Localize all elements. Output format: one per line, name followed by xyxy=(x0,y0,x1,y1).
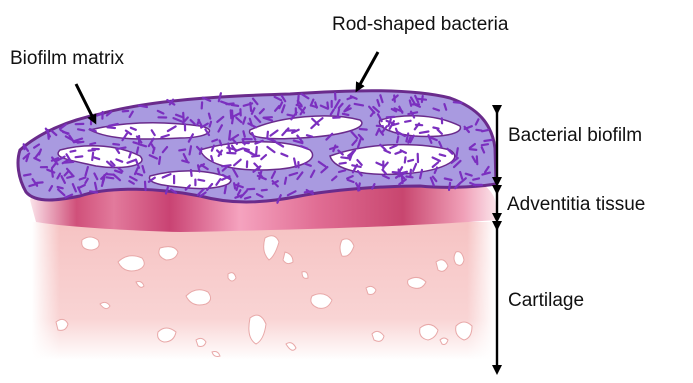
rod-shaped-bacterium xyxy=(256,147,257,156)
rod-shaped-bacterium xyxy=(264,117,272,118)
rod-shaped-bacterium xyxy=(232,105,239,106)
rod-shaped-bacterium xyxy=(307,135,312,137)
rod-shaped-bacterium xyxy=(473,178,479,179)
biofilm-matrix-label: Biofilm matrix xyxy=(10,48,125,69)
rod-shaped-bacterium xyxy=(229,131,230,140)
rod-shaped-bacterium xyxy=(252,156,259,157)
rod-shaped-bacterium xyxy=(406,177,412,178)
adventitia-tissue-label: Adventitia tissue xyxy=(507,194,645,215)
rod-shaped-bacterium xyxy=(297,105,302,107)
rod-shaped-bacterium xyxy=(417,99,426,100)
rod-shaped-bacterium xyxy=(399,170,400,177)
rod-shaped-bacterium xyxy=(405,157,406,162)
rod-shaped-bacteria-pointer xyxy=(358,52,378,88)
rod-shaped-bacterium xyxy=(227,153,235,154)
rod-shaped-bacterium xyxy=(410,170,411,177)
rod-shaped-bacterium xyxy=(153,148,154,153)
rod-shaped-bacterium xyxy=(159,157,160,164)
rod-shaped-bacterium xyxy=(58,187,63,188)
rod-shaped-bacterium xyxy=(456,148,457,157)
rod-shaped-bacterium xyxy=(108,127,115,128)
rod-shaped-bacterium xyxy=(183,113,184,121)
rod-shaped-bacterium xyxy=(231,110,232,118)
rod-shaped-bacterium xyxy=(343,114,349,115)
rod-shaped-bacterium xyxy=(484,140,491,141)
rod-shaped-bacterium xyxy=(67,176,73,178)
rod-shaped-bacterium xyxy=(405,121,411,122)
rod-shaped-bacterium xyxy=(139,106,147,107)
rod-shaped-bacterium xyxy=(179,150,185,151)
rod-shaped-bacterium xyxy=(234,183,235,188)
rod-shaped-bacterium xyxy=(410,101,411,106)
rod-shaped-bacterium xyxy=(482,130,488,131)
rod-shaped-bacterium xyxy=(360,129,367,130)
rod-shaped-bacterium xyxy=(90,191,97,192)
rod-shaped-bacterium xyxy=(134,142,139,144)
rod-shaped-bacterium xyxy=(90,143,95,144)
rod-shaped-bacterium xyxy=(305,191,313,192)
rod-shaped-bacteria-label: Rod-shaped bacteria xyxy=(332,14,509,35)
rod-shaped-bacterium xyxy=(211,156,213,161)
rod-shaped-bacterium xyxy=(228,144,230,152)
rod-shaped-bacterium xyxy=(440,154,446,156)
rod-shaped-bacterium xyxy=(24,174,30,175)
rod-shaped-bacterium xyxy=(210,122,211,127)
rod-shaped-bacterium xyxy=(477,156,478,164)
bacterial-biofilm-label: Bacterial biofilm xyxy=(508,125,642,146)
rod-shaped-bacterium xyxy=(92,153,93,160)
rod-shaped-bacterium xyxy=(145,182,146,190)
rod-shaped-bacterium xyxy=(137,147,138,153)
rod-shaped-bacterium xyxy=(262,190,267,191)
biofilm-matrix-pointer xyxy=(76,84,94,120)
rod-shaped-bacterium xyxy=(218,169,220,175)
rod-shaped-bacterium xyxy=(243,131,244,136)
rod-shaped-bacterium xyxy=(118,148,125,149)
rod-shaped-bacterium xyxy=(209,114,210,119)
cartilage-label: Cartilage xyxy=(508,290,584,311)
rod-shaped-bacterium xyxy=(190,146,192,154)
rod-shaped-bacterium xyxy=(445,179,452,181)
rod-shaped-bacterium xyxy=(358,183,360,190)
rod-shaped-bacterium xyxy=(433,128,438,129)
rod-shaped-bacterium xyxy=(420,132,429,133)
rod-shaped-bacterium xyxy=(95,183,96,189)
cartilage-layer xyxy=(32,222,495,362)
rod-shaped-bacterium xyxy=(89,150,95,151)
rod-shaped-bacterium xyxy=(397,137,398,143)
rod-shaped-bacterium xyxy=(449,183,450,190)
rod-shaped-bacterium xyxy=(387,117,395,118)
rod-shaped-bacterium xyxy=(245,197,250,199)
rod-shaped-bacterium xyxy=(341,157,349,158)
rod-shaped-bacterium xyxy=(71,151,76,152)
rod-shaped-bacterium xyxy=(37,182,43,183)
rod-shaped-bacterium xyxy=(113,144,119,145)
rod-shaped-bacterium xyxy=(298,96,299,104)
rod-shaped-bacterium xyxy=(355,104,363,106)
rod-shaped-bacterium xyxy=(107,177,114,178)
rod-shaped-bacterium xyxy=(338,109,339,116)
rod-shaped-bacterium xyxy=(123,111,128,112)
rod-shaped-bacterium xyxy=(78,129,84,130)
rod-shaped-bacterium xyxy=(198,180,204,181)
rod-shaped-bacterium xyxy=(288,115,294,116)
rod-shaped-bacterium xyxy=(340,163,346,164)
rod-shaped-bacterium xyxy=(267,132,268,138)
rod-shaped-bacterium xyxy=(225,186,226,193)
rod-shaped-bacterium xyxy=(470,149,477,150)
rod-shaped-bacterium xyxy=(285,178,286,184)
biofilm-layer xyxy=(18,91,496,203)
rod-shaped-bacterium xyxy=(137,174,142,176)
rod-shaped-bacterium xyxy=(327,103,328,109)
rod-shaped-bacterium xyxy=(476,130,481,131)
rod-shaped-bacterium xyxy=(76,156,83,157)
rod-shaped-bacterium xyxy=(408,160,413,161)
rod-shaped-bacterium xyxy=(191,170,192,176)
rod-shaped-bacterium xyxy=(482,144,488,145)
rod-shaped-bacterium xyxy=(454,102,462,103)
